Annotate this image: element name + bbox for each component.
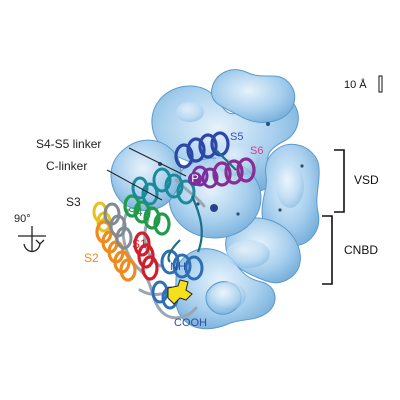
label-s2: S2	[84, 251, 99, 265]
cnbd-bracket	[322, 215, 333, 285]
label-rotation: 90°	[14, 213, 31, 225]
helix-s4	[123, 194, 171, 236]
vsd-bracket	[334, 149, 345, 213]
label-nh2: NH	[170, 261, 186, 273]
label-s1: S1	[132, 237, 147, 251]
label-leaders	[106, 147, 187, 201]
ligand	[167, 279, 193, 305]
label-s4-s5-linker: S4-S5 linker	[36, 137, 102, 151]
helix-s1	[133, 231, 159, 281]
label-s4: S4	[128, 205, 143, 219]
helix-c-linker	[131, 167, 196, 206]
rotation-icon	[18, 226, 46, 253]
connector-loops	[167, 149, 237, 263]
scale-bar	[378, 75, 383, 93]
label-s6: S6	[250, 145, 264, 157]
label-scale: 10 Å	[344, 79, 367, 91]
label-s3: S3	[66, 195, 81, 209]
label-cnbd: CNBD	[344, 243, 379, 257]
density-top-right-lobe	[210, 69, 296, 123]
helix-left-grey	[103, 202, 133, 250]
label-p: P	[188, 172, 202, 186]
helix-s6	[212, 157, 256, 187]
label-cooh: COOH	[174, 317, 207, 329]
density-left-lobe	[110, 139, 182, 211]
label-c-linker: C-linker	[46, 159, 88, 173]
label-s5: S5	[230, 131, 244, 143]
pore-center	[210, 204, 218, 212]
label-vsd: VSD	[354, 173, 379, 187]
